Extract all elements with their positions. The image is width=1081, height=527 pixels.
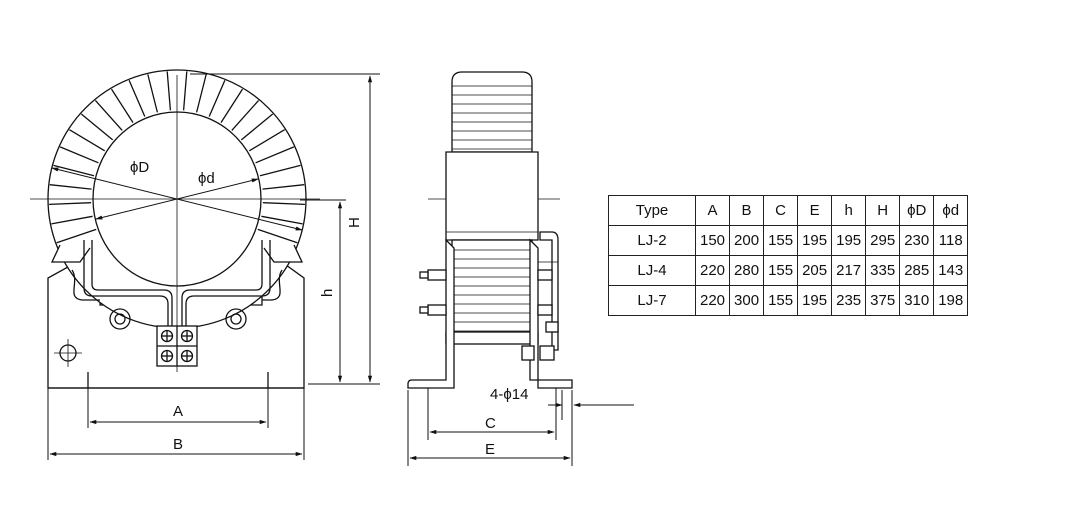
front-lead-right [185,240,271,326]
table-cell: 335 [865,255,901,286]
label-holes: 4-ϕ14 [490,386,528,403]
table-cell: LJ-7 [608,285,696,316]
table-cell: 375 [865,285,901,316]
table-cell: 195 [831,225,867,256]
table-header-cell: H [865,195,901,226]
winding-line [257,228,298,244]
table-cell: 217 [831,255,867,286]
table-cell: 280 [729,255,765,286]
label-h: h [319,289,336,297]
table-cell: LJ-2 [608,225,696,256]
table-cell: 195 [797,285,833,316]
table-header-cell: Type [608,195,696,226]
winding-line [248,129,285,152]
winding-line [128,80,146,117]
table-cell: 205 [797,255,833,286]
phid-arrow [95,178,259,220]
side-right-bracket [529,238,573,389]
table-cell: 195 [797,225,833,256]
bolt-left [109,308,131,330]
table-header-cell: E [797,195,833,226]
table-cell: 200 [729,225,765,256]
winding-line [94,99,123,131]
front-lead-left [83,240,169,326]
table-cell: 295 [865,225,901,256]
table-cell: 285 [899,255,935,286]
table-cell: 155 [763,255,799,286]
side-left-bracket [407,238,455,389]
table-cell: 300 [729,285,765,316]
label-C: C [485,415,496,432]
label-phid: ϕd [198,170,215,187]
bolt-right [225,308,247,330]
table-cell: 220 [694,255,731,286]
label-E: E [485,441,495,458]
winding-line [182,71,188,111]
table-header-cell: A [694,195,731,226]
table-cell: 150 [694,225,731,256]
table-cell: 198 [933,285,969,316]
winding-line [56,228,97,244]
table-cell: 230 [899,225,935,256]
label-phiD: ϕD [130,159,149,176]
side-terminal-lower [427,304,447,316]
winding-line [231,99,260,131]
table-cell: 310 [899,285,935,316]
label-H: H [346,217,363,228]
winding-line [255,146,295,164]
winding-line [69,129,106,152]
label-B: B [173,436,183,453]
side-body [445,151,539,241]
table-cell: 155 [763,285,799,316]
label-A: A [173,403,183,420]
winding-line [166,71,172,111]
winding-line [147,74,159,113]
side-terminal-upper [427,269,447,281]
table-cell: 155 [763,225,799,256]
table-header-cell: ϕD [899,195,935,226]
winding-line [110,88,134,123]
winding-line [220,88,244,123]
table-cell: 235 [831,285,867,316]
winding-line [80,113,114,141]
winding-line [195,74,207,113]
winding-line [59,146,99,164]
side-view [407,71,573,389]
table-header-cell: h [831,195,867,226]
winding-line [240,113,274,141]
table-cell: 118 [933,225,969,256]
table-header-cell: B [729,195,765,226]
winding-line [208,80,226,117]
table-cell: LJ-4 [608,255,696,286]
side-top-cap [451,71,533,153]
table-cell: 220 [694,285,731,316]
table-header-cell: C [763,195,799,226]
table-cell: 143 [933,255,969,286]
table-header-cell: ϕd [933,195,969,226]
